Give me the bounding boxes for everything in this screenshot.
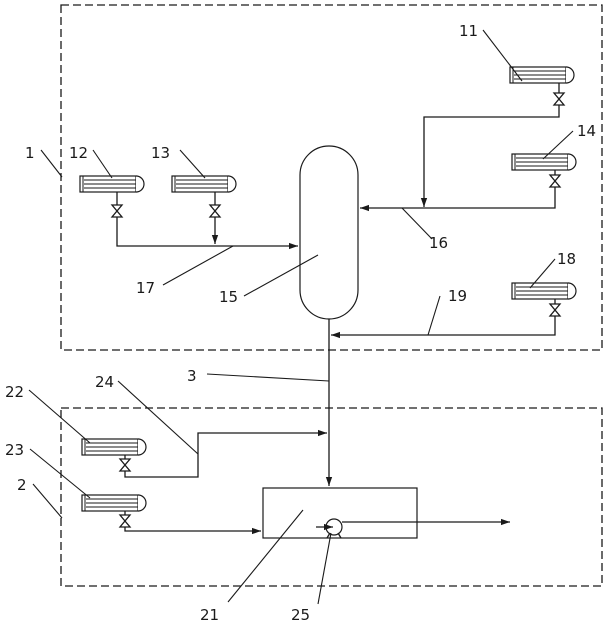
label-23: 23 xyxy=(5,441,24,459)
heat-exchanger-11 xyxy=(509,66,575,84)
line-19 xyxy=(331,299,556,335)
label-3: 3 xyxy=(187,367,197,385)
valve-23 xyxy=(119,514,131,528)
label-19: 19 xyxy=(448,287,467,305)
label-25: 25 xyxy=(291,606,310,624)
valve-11 xyxy=(553,92,565,106)
valve-14 xyxy=(549,174,561,188)
line-16 xyxy=(360,170,556,208)
unit-2-boundary xyxy=(60,407,603,587)
line-17 xyxy=(116,192,298,246)
line-11 xyxy=(424,83,560,207)
valve-12 xyxy=(111,204,123,218)
label-16: 16 xyxy=(429,234,448,252)
heat-exchanger-14 xyxy=(511,153,577,171)
valve-18 xyxy=(549,303,561,317)
valve-13 xyxy=(209,204,221,218)
label-2: 2 xyxy=(17,476,27,494)
leader-lines xyxy=(28,29,574,605)
heat-exchanger-18 xyxy=(511,282,577,300)
label-15: 15 xyxy=(219,288,238,306)
label-18: 18 xyxy=(557,250,576,268)
line-24 xyxy=(124,433,327,478)
separator-vessel xyxy=(299,145,359,320)
label-17: 17 xyxy=(136,279,155,297)
heat-exchanger-22 xyxy=(81,438,147,456)
label-13: 13 xyxy=(151,144,170,162)
pump-base xyxy=(326,532,342,539)
line-23 xyxy=(124,511,261,531)
unit-1-boundary xyxy=(60,4,603,351)
label-1: 1 xyxy=(25,144,35,162)
heat-exchanger-13 xyxy=(171,175,237,193)
heat-exchanger-23 xyxy=(81,494,147,512)
label-14: 14 xyxy=(577,122,596,140)
label-22: 22 xyxy=(5,383,24,401)
label-24: 24 xyxy=(95,373,114,391)
heat-exchanger-12 xyxy=(79,175,145,193)
label-21: 21 xyxy=(200,606,219,624)
label-11: 11 xyxy=(459,22,478,40)
valve-22 xyxy=(119,458,131,472)
label-12: 12 xyxy=(69,144,88,162)
